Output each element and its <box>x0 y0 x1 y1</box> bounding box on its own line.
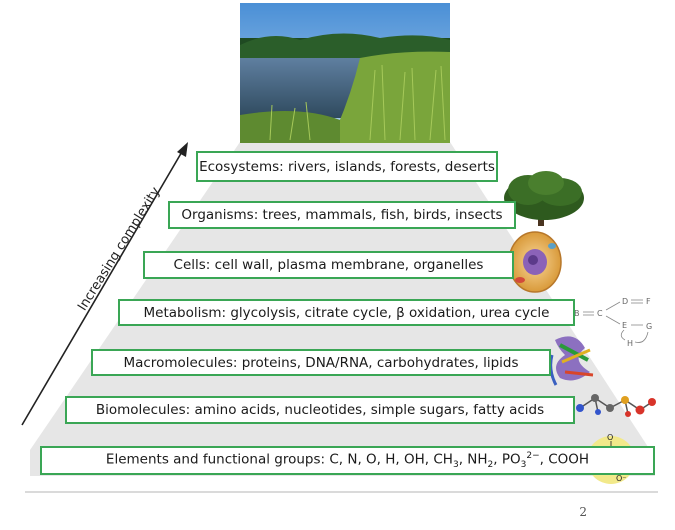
elements-po-sub: 3 <box>521 460 527 470</box>
level-elements: Elements and functional groups: C, N, O,… <box>40 446 655 475</box>
phosphate-o4: O⁻ <box>616 474 627 483</box>
pathway-label-e: E <box>622 321 627 330</box>
level-elements-text: Elements and functional groups: C, N, O,… <box>106 451 589 470</box>
level-ecosystems: Ecosystems: rivers, islands, forests, de… <box>196 151 498 182</box>
level-ecosystems-text: Ecosystems: rivers, islands, forests, de… <box>199 159 495 175</box>
pathway-label-f: F <box>646 297 651 306</box>
level-macromolecules: Macromolecules: proteins, DNA/RNA, carbo… <box>91 349 551 376</box>
ecosystem-photo <box>240 3 450 143</box>
level-metabolism-text: Metabolism: glycolysis, citrate cycle, β… <box>143 305 549 321</box>
page-number: 2 <box>579 505 587 519</box>
level-cells: Cells: cell wall, plasma membrane, organ… <box>143 251 514 279</box>
level-biomolecules: Biomolecules: amino acids, nucleotides, … <box>65 396 575 424</box>
level-cells-text: Cells: cell wall, plasma membrane, organ… <box>174 257 484 273</box>
cell-icon <box>509 232 561 292</box>
level-metabolism: Metabolism: glycolysis, citrate cycle, β… <box>118 299 575 326</box>
elements-suffix: , COOH <box>540 451 589 467</box>
pathway-label-c: C <box>597 309 603 318</box>
pathway-label-h: H <box>627 339 633 348</box>
level-organisms: Organisms: trees, mammals, fish, birds, … <box>168 201 516 229</box>
level-biomolecules-text: Biomolecules: amino acids, nucleotides, … <box>96 402 544 418</box>
tree-icon <box>504 171 584 226</box>
level-macromolecules-text: Macromolecules: proteins, DNA/RNA, carbo… <box>123 355 518 371</box>
phosphate-o1: O <box>607 433 613 442</box>
elements-prefix: Elements and functional groups: C, N, O,… <box>106 451 453 467</box>
pathway-label-d: D <box>622 297 628 306</box>
elements-po-sup: 2− <box>526 451 539 461</box>
level-organisms-text: Organisms: trees, mammals, fish, birds, … <box>181 207 502 223</box>
elements-po: , PO <box>493 451 520 467</box>
elements-nh: , NH <box>459 451 488 467</box>
pathway-label-g: G <box>646 322 652 331</box>
